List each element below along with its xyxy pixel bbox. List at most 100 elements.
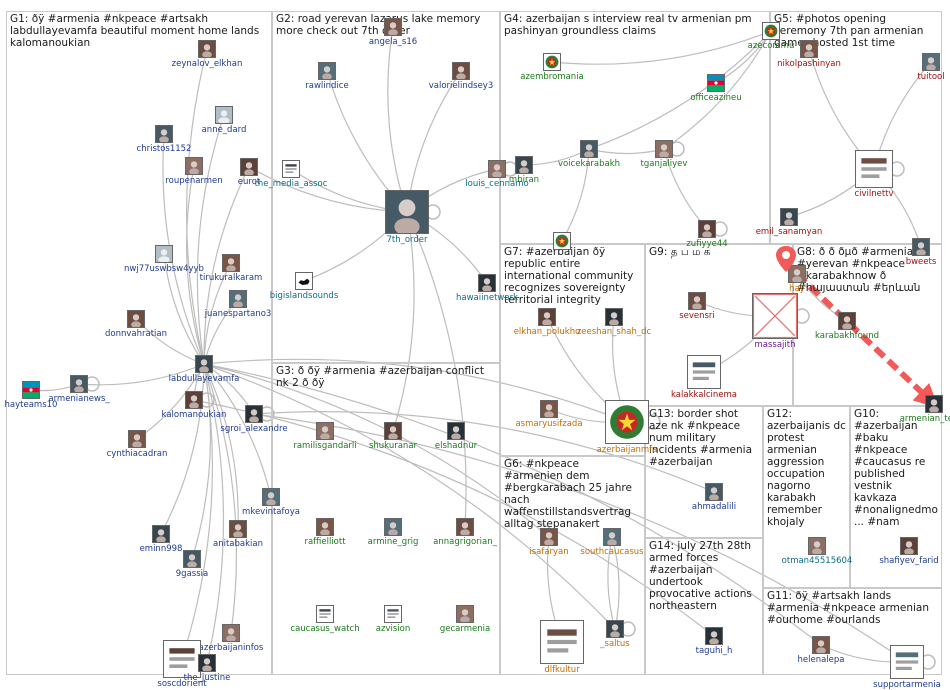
- node-label: zufiyye44: [686, 239, 728, 249]
- node-voicekarabakh[interactable]: voicekarabakh: [558, 140, 620, 169]
- flag-icon: [707, 74, 725, 92]
- node-sgroi[interactable]: sgroi_alexandre: [220, 405, 288, 434]
- group-label: G10: #azerbaijan #baku #nkpeace #caucasu…: [854, 408, 938, 528]
- node-christos1152[interactable]: christos1152: [137, 125, 191, 154]
- node-zufiyye44[interactable]: zufiyye44: [686, 220, 728, 249]
- node-otman45515604[interactable]: otman45515604: [782, 537, 852, 566]
- node-shafiyev-farid[interactable]: shafiyev_farid: [879, 537, 939, 566]
- node-rawlindice[interactable]: rawlindice: [305, 62, 349, 91]
- node-donnvahratian[interactable]: donnvahratian: [105, 310, 167, 339]
- node-azvision[interactable]: azvision: [376, 605, 410, 634]
- node-isafaryan[interactable]: isafaryan: [529, 528, 569, 557]
- node-civilnettv[interactable]: civilnettv: [854, 150, 894, 199]
- node-the-justine[interactable]: the_justine: [184, 654, 230, 683]
- user-photo-icon: [195, 355, 213, 373]
- node-label: taguhi_h: [695, 646, 733, 656]
- node-label: anne_dard: [201, 125, 247, 135]
- node-azerbaijanmfa[interactable]: azerbaijanmfa: [597, 400, 657, 455]
- node-hawaiinetwork[interactable]: hawaiinetwork: [456, 274, 518, 303]
- node-tuitool[interactable]: tuitool: [917, 53, 945, 82]
- node-ahmadalili[interactable]: ahmadalili: [692, 483, 736, 512]
- node-gecarmenia[interactable]: gecarmenia: [440, 605, 490, 634]
- node-label: karabakhfound: [815, 331, 879, 341]
- node-label: asmaryusifzada: [515, 419, 583, 429]
- node-7th-order[interactable]: 7th_order: [385, 190, 429, 245]
- default-avatar-icon: [215, 106, 233, 124]
- node-nwj77[interactable]: nwj77uswbsw4yyb: [124, 245, 204, 274]
- node-louis-cennamo[interactable]: louis_cennamo: [465, 160, 529, 189]
- node-hayteams[interactable]: hayteams10: [5, 381, 57, 410]
- node-azecommu[interactable]: azecommu: [748, 22, 794, 51]
- node-supportarmenia[interactable]: supportarmenia: [873, 645, 941, 690]
- node-raffielliott[interactable]: raffielliott: [304, 518, 346, 547]
- node-valorielindsey3[interactable]: valorielindsey3: [429, 62, 493, 91]
- node-labdullayevamfa[interactable]: labdullayevamfa: [169, 355, 239, 384]
- user-photo-icon: [912, 238, 930, 256]
- node-anne-dard[interactable]: anne_dard: [202, 106, 246, 135]
- node-the-media-assoc[interactable]: the_media_assoc: [255, 160, 327, 189]
- node-emil-sanamyan[interactable]: emil_sanamyan: [756, 208, 822, 237]
- node-kalakkalcinema[interactable]: kalakkalcinema: [671, 355, 737, 400]
- node-kalomanoukian[interactable]: kalomanoukian: [162, 391, 226, 420]
- node-mbiran[interactable]: mbiran: [509, 156, 539, 185]
- node-label: kalakkalcinema: [671, 390, 737, 400]
- node-label: armenianews_: [48, 394, 110, 404]
- node-azembassy[interactable]: [553, 232, 571, 250]
- node-karabakhfound[interactable]: karabakhfound: [815, 312, 879, 341]
- node-southcaucasus[interactable]: southcaucasus: [580, 528, 644, 557]
- node-armenian-terror[interactable]: armenian_terror: [900, 395, 950, 424]
- node-shukuranar[interactable]: shukuranar: [369, 422, 417, 451]
- user-photo-icon: [222, 254, 240, 272]
- node-label: civilnettv: [854, 189, 894, 199]
- node-taguhi-h[interactable]: taguhi_h: [696, 627, 732, 656]
- node-label: eurot: [237, 177, 261, 187]
- node-juanes[interactable]: juanespartano3: [205, 290, 271, 319]
- node-zeeshan[interactable]: zeeshan_shah_dc: [577, 308, 651, 337]
- user-photo-icon: [900, 537, 918, 555]
- node-annagrigorian[interactable]: annagrigorian_: [433, 518, 497, 547]
- node-caucasus-watch[interactable]: caucasus_watch: [290, 605, 360, 634]
- node-massajith[interactable]: massajith: [752, 293, 798, 350]
- node-elkhan-polukhov[interactable]: elkhan_polukho: [514, 308, 580, 337]
- node-armenianews[interactable]: armenianews_: [48, 375, 110, 404]
- node-eminn998[interactable]: eminn998: [140, 525, 182, 554]
- node-armine-grig[interactable]: armine_grig: [368, 518, 418, 547]
- node-tirukural[interactable]: tirukuralkaram: [200, 254, 262, 283]
- node-label: tganjaliyev: [640, 159, 688, 169]
- node-saltus[interactable]: _saltus: [600, 620, 630, 649]
- node-bigislandsounds[interactable]: bigislandsounds: [270, 272, 338, 301]
- node-asmaryusifzada[interactable]: asmaryusifzada: [515, 400, 583, 429]
- node-mkevintafoya[interactable]: mkevintafoya: [242, 488, 300, 517]
- user-photo-icon: [384, 518, 402, 536]
- node-zeynalov-elkhan[interactable]: zeynalov_elkhan: [172, 40, 242, 69]
- node-roupenarmen[interactable]: roupenarmen: [165, 157, 223, 186]
- node-officeazineu[interactable]: officeazineu: [690, 74, 742, 103]
- node-helenalepa[interactable]: helenalepa: [798, 636, 845, 665]
- node-ramilisgandarli[interactable]: ramilisgandarli: [293, 422, 357, 451]
- user-photo-icon: [70, 375, 88, 393]
- node-nikolpashinyan[interactable]: nikolpashinyan: [777, 40, 841, 69]
- node-sevensri[interactable]: sevensri: [679, 292, 715, 321]
- node-bweets[interactable]: bweets: [906, 238, 936, 267]
- group-g5: G5: #photos opening ceremony 7th pan arm…: [770, 11, 942, 244]
- user-photo-icon: [316, 422, 334, 440]
- user-photo-icon: [478, 274, 496, 292]
- node-azembromania[interactable]: azembromania: [520, 53, 584, 82]
- node-label: dlfkultur: [544, 665, 580, 675]
- node-tganjaliyev[interactable]: tganjaliyev: [641, 140, 687, 169]
- node-eurot[interactable]: eurot: [238, 158, 260, 187]
- node-angela[interactable]: angela_s16: [369, 18, 417, 47]
- node-dlfkultur[interactable]: dlfkultur: [540, 620, 584, 675]
- node-anitabakian[interactable]: anitabakian: [213, 520, 263, 549]
- user-photo-icon: [688, 292, 706, 310]
- node-hay[interactable]: hay: [788, 265, 806, 294]
- node-label: southcaucasus: [580, 547, 644, 557]
- node-azerbaijaninfos[interactable]: azerbaijaninfos: [199, 624, 263, 653]
- user-photo-icon: [127, 310, 145, 328]
- node-elshadnur[interactable]: elshadnur: [435, 422, 477, 451]
- group-g3: G3: ð ðÿ #armenia #azerbaijan conflict n…: [272, 363, 500, 675]
- node-cynthiacadran[interactable]: cynthiacadran: [107, 430, 167, 459]
- node-9gassia[interactable]: 9gassia: [176, 550, 208, 579]
- user-photo-icon: [780, 208, 798, 226]
- user-photo-icon: [183, 550, 201, 568]
